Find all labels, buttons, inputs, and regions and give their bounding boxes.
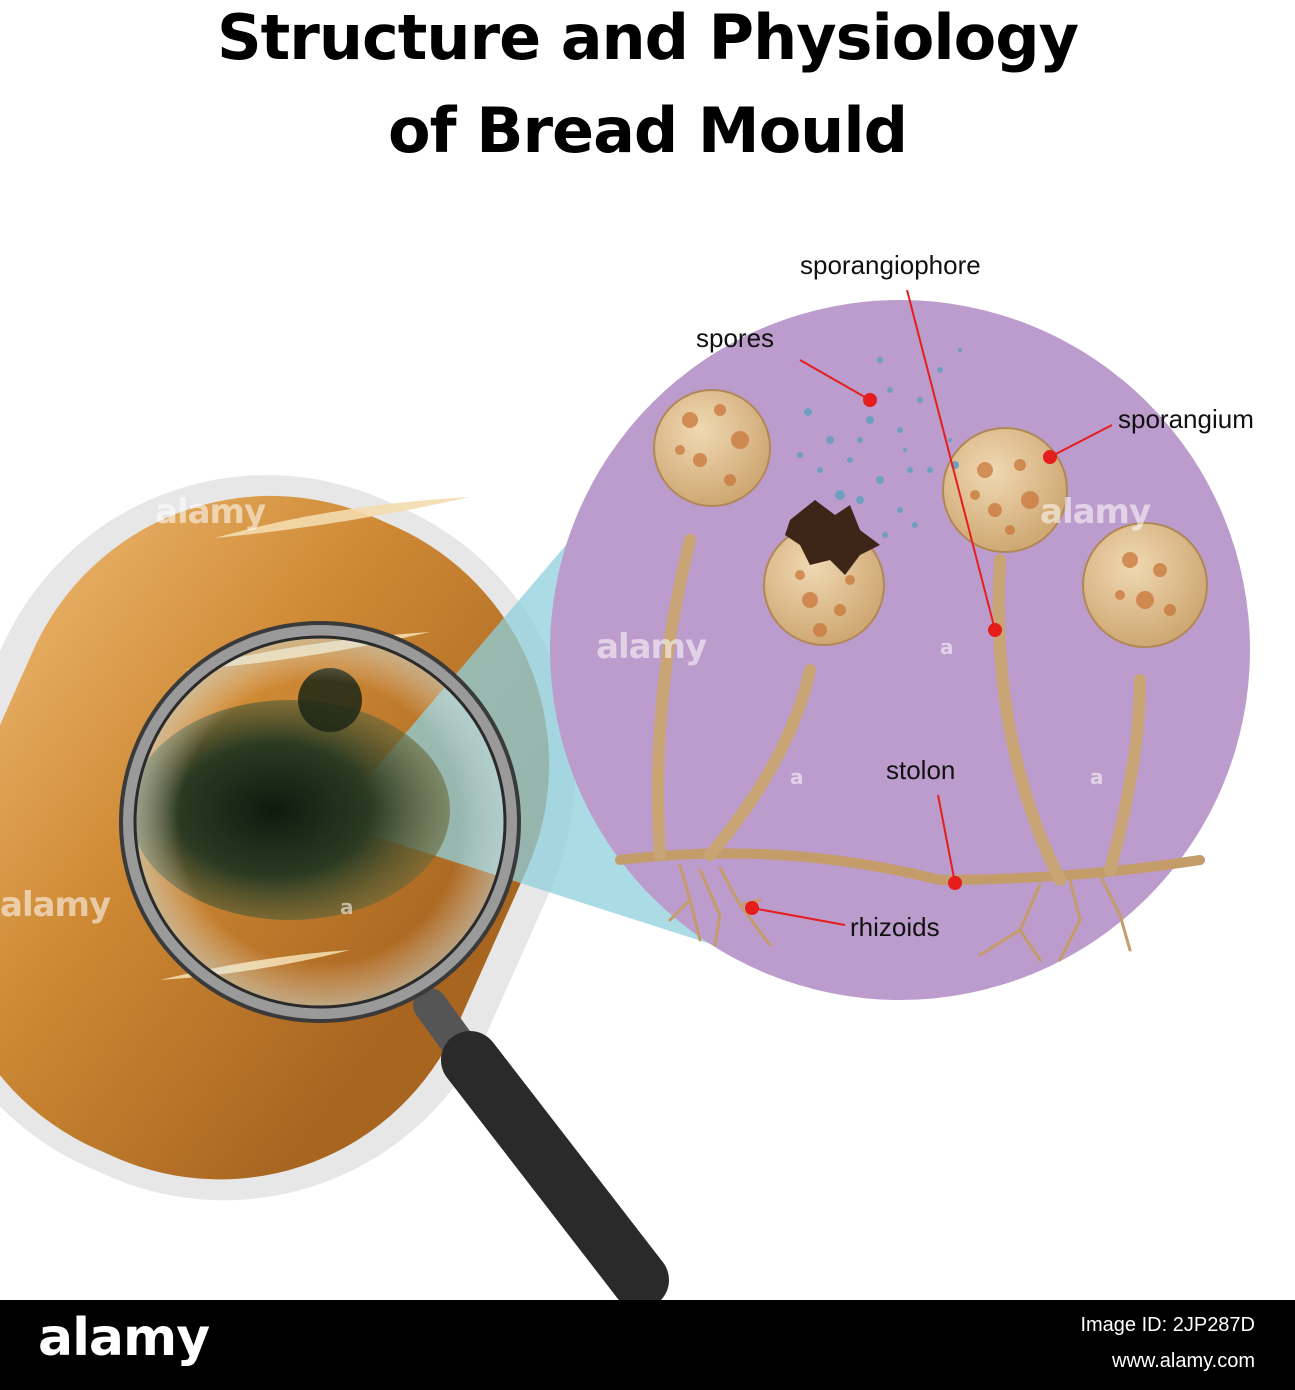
footer-brand-logo: alamy	[38, 1308, 210, 1368]
title-line-1: Structure and Physiology	[216, 1, 1079, 74]
spores	[797, 348, 962, 538]
mould-structure	[615, 534, 1205, 962]
watermark-mark: a	[340, 895, 354, 919]
bread-mould-illustration	[0, 289, 1250, 1300]
magnifying-glass	[119, 621, 669, 1300]
label-rhizoids: rhizoids	[850, 912, 940, 942]
label-spores: spores	[696, 323, 775, 353]
label-pointers	[745, 289, 1113, 926]
watermark-mark: a	[340, 372, 354, 396]
footer-url: www.alamy.com	[1112, 1350, 1255, 1372]
label-stolon: stolon	[886, 755, 956, 785]
watermark-text: alamy	[1040, 492, 1151, 532]
label-sporangium: sporangium	[1118, 404, 1254, 434]
watermark-text: alamy	[0, 885, 111, 925]
label-sporangiophore: sporangiophore	[800, 250, 981, 280]
footer-image-id: Image ID: 2JP287D	[1080, 1314, 1255, 1336]
watermark-mark: a	[1090, 765, 1104, 789]
sporangia	[653, 389, 1208, 648]
watermark-text: alamy	[155, 492, 266, 532]
stock-footer: alamy Image ID: 2JP287D www.alamy.com	[0, 1300, 1295, 1390]
watermark-text: alamy	[596, 627, 707, 667]
watermark-mark: a	[790, 765, 804, 789]
watermark-mark: a	[940, 635, 954, 659]
title-line-2: of Bread Mould	[388, 94, 908, 167]
